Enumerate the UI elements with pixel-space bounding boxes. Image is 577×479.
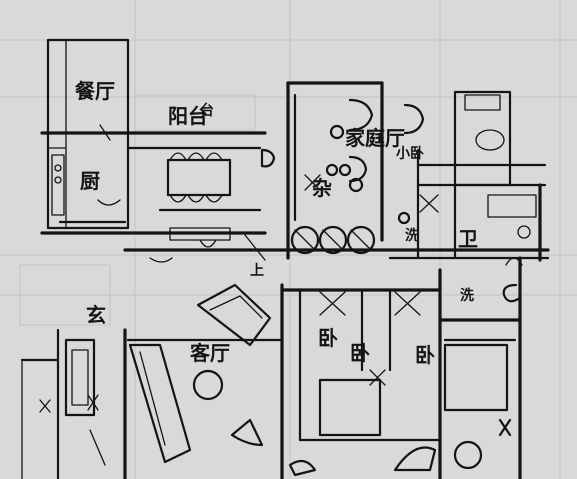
label-kitchen: 厨: [80, 169, 100, 193]
label-small-room: 小卧: [396, 146, 424, 162]
washer-row: [290, 225, 376, 255]
label-living-room: 客厅: [189, 341, 230, 365]
room-labels: 厨 餐厅 阳台 家庭厅 杂 小卧 洗 卫 洗 卧 卧 卧 客厅 玄 上 台: [75, 79, 478, 367]
label-entry: 玄: [86, 303, 106, 327]
armchair: [196, 283, 272, 347]
coffee-table: [192, 369, 224, 401]
label-up: 上: [250, 263, 264, 279]
label-storage: 杂: [312, 176, 332, 200]
walls: [20, 38, 550, 479]
label-wash: 洗: [405, 227, 419, 244]
label-bath: 卫: [458, 227, 478, 251]
label-dining: 餐厅: [75, 79, 115, 103]
label-study: 卧: [318, 326, 338, 350]
label-family-room: 家庭厅: [345, 126, 405, 150]
sofa: [128, 343, 192, 464]
bathtub: [487, 194, 537, 218]
label-master-bedroom: 卧: [415, 343, 435, 367]
label-stair: 台: [200, 102, 214, 119]
master-bed: [443, 343, 509, 412]
label-laundry: 洗: [460, 287, 474, 304]
label-balcony: 阳台: [168, 104, 208, 128]
furniture: [39, 94, 537, 477]
dining-table: [166, 158, 232, 197]
kitchen-counter: [51, 154, 65, 216]
label-bedroom-2: 卧: [350, 341, 370, 365]
bed-2: [318, 378, 382, 437]
